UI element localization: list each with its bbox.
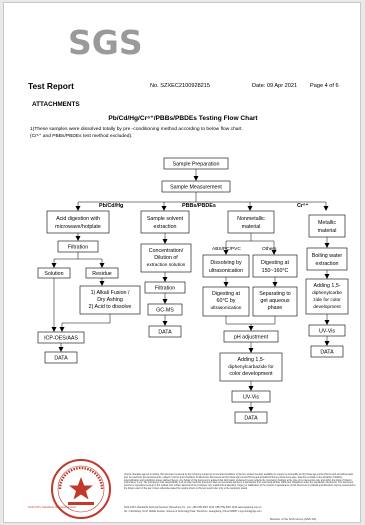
- metal-line-1: Metallic: [318, 220, 336, 226]
- note-line-2: (Cr⁶⁺ and PBBs/PBDEs test method exclude…: [30, 134, 133, 139]
- nonmet-line-2: material: [242, 224, 261, 230]
- digest150-line-2: 150~160°C: [262, 268, 289, 274]
- attachments-heading: ATTACHMENTS: [32, 101, 80, 108]
- sgs-logo: SGS: [68, 23, 143, 63]
- box-sample-preparation: Sample Preparation: [163, 157, 229, 170]
- digest150-line-1: Digesting at: [261, 260, 289, 266]
- branch-pbbs-pbdes: PBBs/PBDEs: [182, 203, 216, 209]
- add2-line-4: development: [313, 304, 341, 310]
- dissolve-line-1: Dissolving by: [210, 260, 242, 266]
- box-ph-adjustment: pH adjustment: [223, 330, 279, 343]
- boil-line-2: extraction: [316, 261, 339, 267]
- testing-flow-chart: Sample Preparation Sample Measurement Pb…: [37, 157, 349, 424]
- alkali-line-3: 2) Acid to dissolve: [89, 304, 132, 310]
- box-residue: Residue: [85, 267, 119, 279]
- branch-cr6: Cr⁶⁺: [297, 203, 308, 209]
- uvvis-label-1: UV-Vis: [243, 395, 259, 401]
- box-data-1: DATA: [44, 351, 78, 364]
- metal-line-2: material: [318, 228, 337, 234]
- alkali-line-1: 1) Alkali Fusion /: [91, 290, 130, 296]
- adding-line-2: diphenylcarbazide for: [228, 364, 274, 370]
- box-data-2: DATA: [148, 325, 182, 338]
- box-digesting-60: Digesting at 60°C by ultrasonication: [202, 286, 250, 317]
- icp-label: ICP-OES/AAS: [44, 336, 78, 342]
- box-data-3: DATA: [234, 411, 268, 424]
- solvent-line-1: Sample solvent: [147, 216, 184, 222]
- data-label-3: DATA: [244, 416, 258, 422]
- digest60-line-1: Digesting at: [212, 291, 240, 297]
- solvent-line-2: extraction: [154, 224, 177, 230]
- uvvis-label-2: UV-Vis: [319, 329, 335, 335]
- note-line-1: 1)These samples were dissolved totally b…: [30, 127, 243, 132]
- box-sample-measurement: Sample Measurement: [161, 180, 231, 193]
- adding-line-1: Adding 1,5-: [237, 357, 264, 363]
- label-sample-measurement: Sample Measurement: [170, 185, 222, 191]
- boil-line-1: Boiling water: [312, 253, 343, 259]
- conc-line-2: Dilution of: [154, 255, 178, 261]
- acid-line-1: Acid digestion with: [56, 216, 100, 222]
- solution-label: Solution: [44, 271, 63, 277]
- footer-disclaimer: Unless otherwise agreed in writing, this…: [124, 474, 356, 490]
- separate-line-3: phase: [268, 305, 282, 311]
- box-gc-ms: GC-MS: [147, 303, 183, 316]
- data-label-1: DATA: [54, 356, 68, 362]
- branch-pb-cd-hg: Pb/Cd/Hg: [99, 203, 123, 209]
- adding-line-3: color development: [229, 371, 273, 377]
- stamp-caption: SGS-CSTC Standards Technical Services: [28, 506, 77, 509]
- others-label: Others: [262, 246, 277, 252]
- separate-line-1: Separating to: [259, 291, 291, 297]
- separate-line-2: get aqueous: [260, 298, 290, 304]
- digest60-line-2: 60°C by: [217, 298, 236, 304]
- add2-line-1: Adding 1,5-: [313, 283, 340, 289]
- report-number: No. SZXEC2100928215: [150, 83, 211, 89]
- box-concentration: Concentration/ Dilution of extraction so…: [140, 243, 192, 273]
- box-uv-vis-2: UV-Vis: [308, 324, 346, 337]
- footer-address-en: SGS-CSTC Standards Technical Services (S…: [124, 506, 262, 509]
- nonmet-line-1: Nonmetallic: [237, 216, 265, 222]
- footer-member: Member of the SGS Group (SGS SA): [270, 517, 317, 521]
- box-adding-diphenylcarbazide: Adding 1,5- diphenylcarbazide for color …: [219, 352, 283, 382]
- add2-line-3: zide for color: [313, 297, 341, 303]
- flow-chart-title: Pb/Cd/Hg/Cr⁶⁺/PBBs/PBDEs Testing Flow Ch…: [108, 115, 258, 122]
- ph-label: pH adjustment: [234, 335, 269, 341]
- box-icp-oes-aas: ICP-OES/AAS: [37, 331, 85, 344]
- report-page: SGS Test Report No. SZXEC2100928215 Date…: [3, 2, 361, 523]
- conc-line-3: extraction solution: [147, 262, 186, 268]
- page-number: Page 4 of 6: [310, 83, 339, 89]
- box-uv-vis-1: UV-Vis: [231, 390, 271, 403]
- conc-line-1: Concentration/: [149, 248, 184, 254]
- box-nonmetallic: Nonmetallic material: [227, 210, 275, 234]
- data-label-2: DATA: [158, 330, 172, 336]
- footer-address-cn: No. 1 Workshop, M-10, Middle Section, Sc…: [124, 510, 262, 513]
- box-alkali-fusion: 1) Alkali Fusion / Dry Ashing 2) Acid to…: [79, 285, 141, 315]
- box-solution: Solution: [37, 267, 71, 279]
- box-solvent-extraction: Sample solvent extraction: [140, 210, 190, 234]
- report-title: Test Report: [28, 81, 74, 91]
- residue-label: Residue: [92, 271, 111, 277]
- report-date: Date: 09 Apr 2021: [252, 83, 298, 89]
- box-filtration-2: Filtration: [144, 281, 186, 294]
- digest60-line-3: ultrasonication: [211, 305, 242, 311]
- box-acid-digestion: Acid digestion with microwave/hotplate: [46, 210, 110, 234]
- box-adding-2: Adding 1,5- diphenylcarbe zide for color…: [305, 278, 349, 315]
- dissolve-line-2: ultrasonication: [209, 268, 243, 274]
- box-metallic: Metallic material: [308, 214, 346, 238]
- box-filtration: Filtration: [57, 240, 99, 253]
- add2-line-2: diphenylcarbe: [312, 290, 342, 296]
- box-data-4: DATA: [310, 345, 344, 358]
- box-dissolving: Dissolving by ultrasonication: [202, 254, 250, 278]
- acid-line-2: microwave/hotplate: [55, 224, 101, 230]
- box-digesting-150: Digesting at 150~160°C: [252, 254, 298, 278]
- gcms-label: GC-MS: [156, 308, 174, 314]
- box-boiling-water: Boiling water extraction: [306, 247, 348, 271]
- filtration-2-label: Filtration: [155, 286, 175, 292]
- official-stamp: [51, 459, 111, 519]
- sgs-logo-text: SGS: [68, 23, 143, 62]
- box-separating: Separating to get aqueous phase: [252, 286, 298, 317]
- alkali-line-2: Dry Ashing: [97, 297, 123, 303]
- filtration-label: Filtration: [68, 245, 88, 251]
- abs-pc-pvc-label: ABS/PC/PVC: [212, 246, 241, 252]
- label-sample-preparation: Sample Preparation: [173, 162, 220, 168]
- data-label-4: DATA: [320, 350, 334, 356]
